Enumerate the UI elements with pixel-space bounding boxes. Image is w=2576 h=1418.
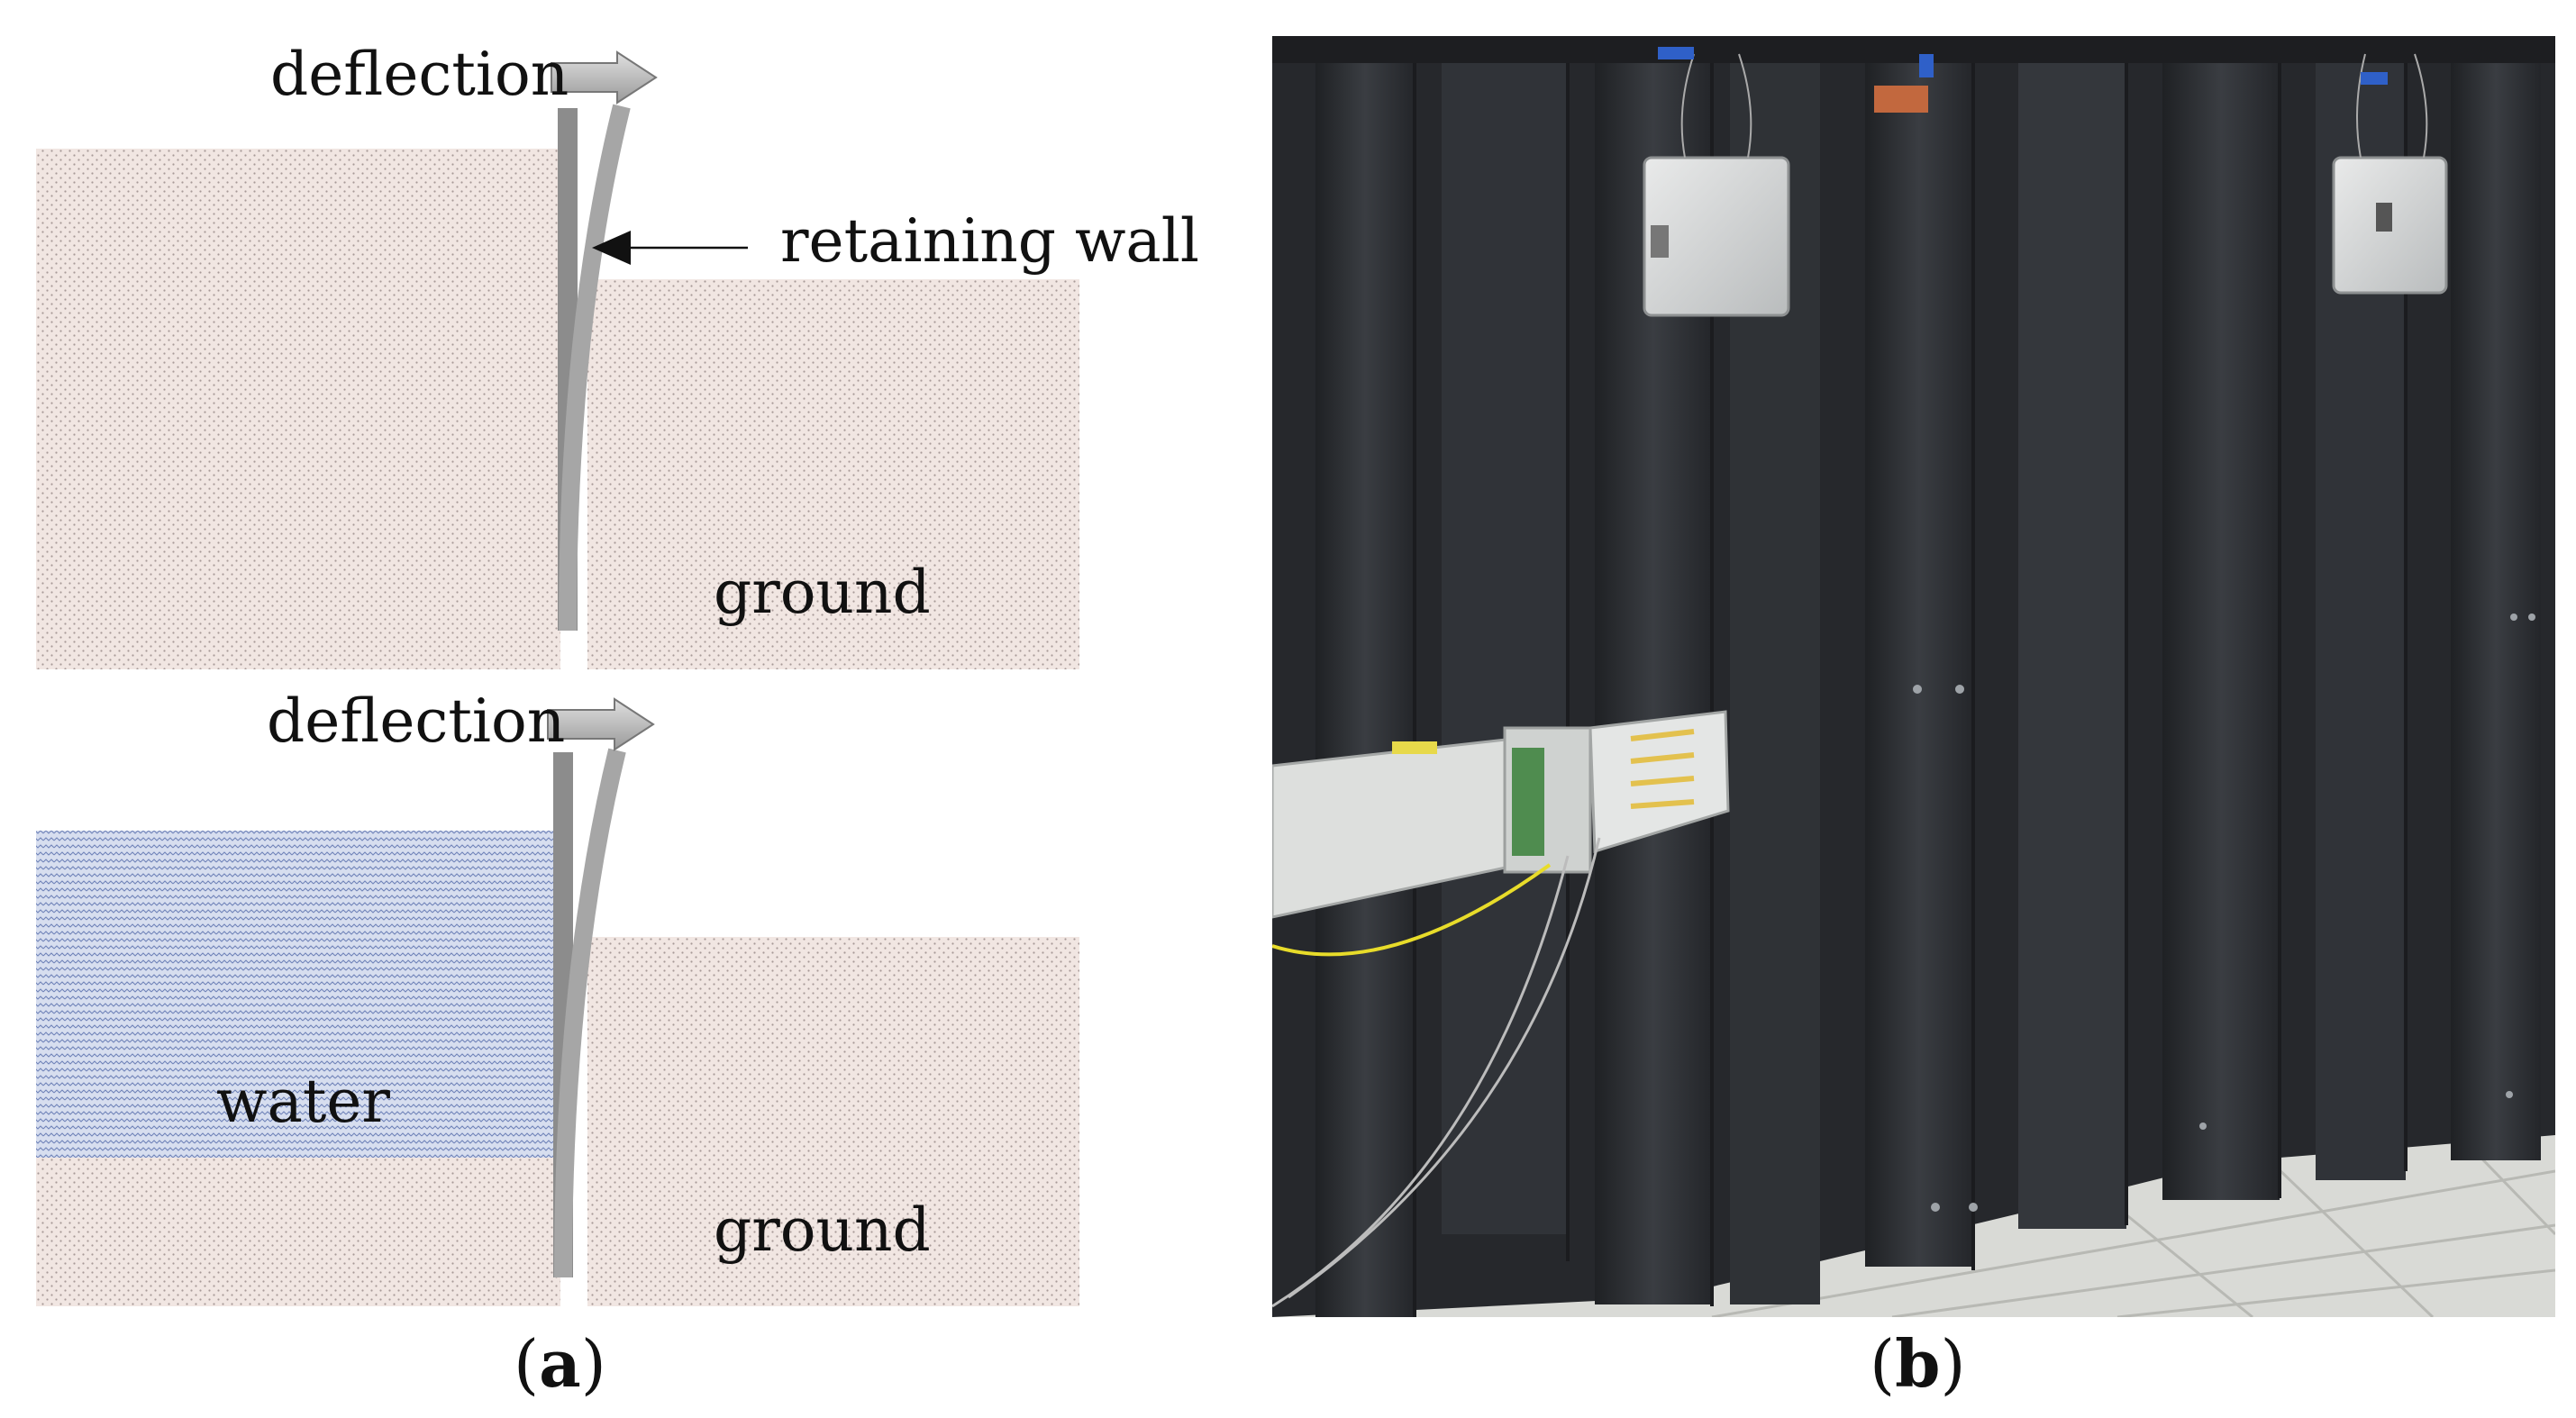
bottom-ground-right xyxy=(587,937,1079,1306)
sheet-pile-wall-photo xyxy=(1272,36,2555,1317)
junction-box-right xyxy=(2332,156,2448,295)
top-ground-label: ground xyxy=(714,558,931,627)
water-label: water xyxy=(216,1067,390,1136)
retaining-wall-pointer-arrow xyxy=(592,231,748,265)
bottom-wall-deflected xyxy=(554,748,626,1278)
top-retaining-wall-diagram xyxy=(36,50,1079,669)
retaining-wall-label: retaining wall xyxy=(780,206,1199,276)
interrogator-unit xyxy=(1272,710,1730,919)
bottom-water xyxy=(36,831,560,1158)
top-ground-right xyxy=(587,279,1079,669)
top-ground-left xyxy=(36,149,560,669)
bottom-ground-label: ground xyxy=(714,1195,931,1265)
bottom-ground-left xyxy=(36,1158,560,1306)
caption-b-letter: b xyxy=(1895,1325,1941,1402)
top-wall-deflected xyxy=(559,104,631,632)
caption-a-letter: a xyxy=(539,1325,581,1402)
bottom-deflection-label: deflection xyxy=(267,686,566,756)
caption-a: (a) xyxy=(514,1325,606,1402)
caption-b: (b) xyxy=(1870,1325,1966,1402)
junction-box-left xyxy=(1643,156,1790,317)
bottom-retaining-wall-diagram xyxy=(36,697,1079,1306)
top-deflection-label: deflection xyxy=(270,40,569,109)
sheet-pile-panels xyxy=(1272,47,2555,1317)
top-deflection-arrow xyxy=(551,50,658,105)
bottom-deflection-arrow xyxy=(547,697,655,751)
top-beam xyxy=(1272,36,2555,63)
